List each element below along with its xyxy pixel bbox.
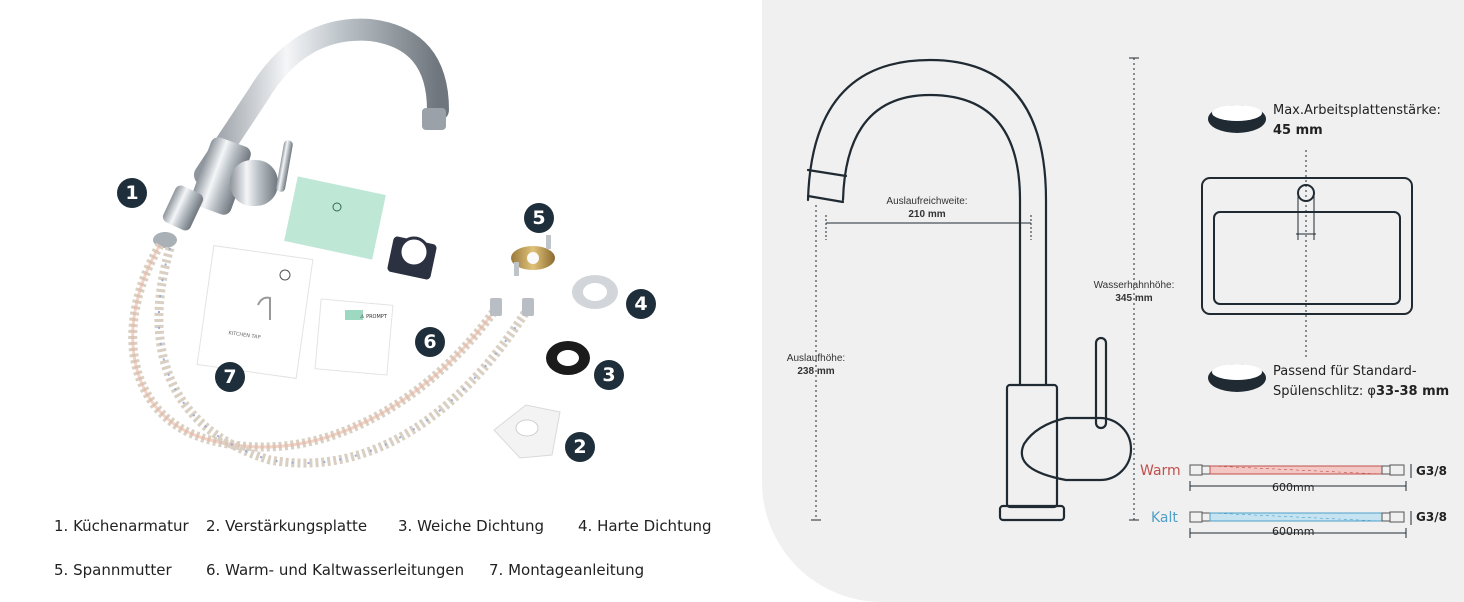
dimension-lines	[811, 57, 1139, 521]
manual-photo: KITCHEN TAP ⚠ PROMPT	[196, 245, 394, 379]
height-dimension: Wasserhahnhöhe: 345 mm	[1074, 279, 1194, 305]
legend-item-5: 5. Spannmutter	[54, 561, 172, 579]
cold-hose-drawing	[1189, 511, 1412, 538]
sink-hole-line2: Spülenschlitz: φ33-38 mm	[1273, 384, 1450, 399]
spout-label: Auslaufhöhe:	[786, 353, 846, 364]
badge-5: 5	[524, 203, 554, 233]
reinforcement-plate-photo	[493, 404, 561, 459]
handle-knob	[1020, 416, 1133, 482]
height-label: Wasserhahnhöhe:	[1093, 280, 1175, 291]
badge-2: 2	[565, 432, 595, 462]
tension-nut-photo	[511, 235, 555, 276]
badge-3: 3	[594, 360, 624, 390]
reach-label: Auslaufreichweite:	[886, 196, 968, 207]
cold-hose-thread: G3/8	[1416, 510, 1447, 524]
legend-item-4: 4. Harte Dichtung	[578, 517, 712, 535]
warm-hose-drawing	[1189, 464, 1412, 491]
wrench-tool-photo	[387, 236, 437, 280]
sink-hole-spec: Passend für Standard- Spülenschlitz: φ33…	[1273, 362, 1449, 402]
legend-item-2: 2. Verstärkungsplatte	[206, 517, 368, 535]
lever-handle	[1094, 336, 1108, 430]
spout-inner-outline	[841, 93, 1022, 387]
spout-value: 238 mm	[797, 366, 835, 377]
legend-item-6: 6. Warm- und Kaltwasserleitungen	[206, 561, 465, 579]
countertop-label: Max.Arbeitsplattenstärke:	[1273, 103, 1441, 118]
soft-gasket-photo	[546, 341, 590, 375]
countertop-value: 45 mm	[1273, 123, 1323, 138]
hard-gasket-photo	[572, 275, 618, 309]
legend-item-1: 1. Küchenarmatur	[54, 517, 189, 535]
legend-item-3: 3. Weiche Dichtung	[398, 517, 545, 535]
spout-height-dimension: Auslaufhöhe: 238 mm	[766, 352, 866, 378]
product-illustration: KITCHEN TAP ⚠ PROMPT	[128, 18, 618, 468]
countertop-icon	[1208, 105, 1266, 133]
manual-prompt-text: ⚠ PROMPT	[360, 314, 388, 320]
sink-hole-icon	[1208, 364, 1266, 392]
dimension-drawing-panel	[762, 0, 1464, 602]
countertop-spec: Max.Arbeitsplattenstärke: 45 mm	[1273, 101, 1441, 141]
height-value: 345 mm	[1115, 293, 1153, 304]
faucet-photo	[153, 18, 449, 248]
sink-drawing	[1201, 177, 1413, 315]
quick-card-photo	[284, 176, 386, 260]
reach-dimension: Auslaufreichweite: 210 mm	[862, 195, 992, 221]
reach-value: 210 mm	[908, 209, 946, 220]
badge-4: 4	[626, 289, 656, 319]
legend-item-7: 7. Montageanleitung	[489, 561, 645, 579]
spout-outline	[806, 58, 1048, 387]
hoses-photo	[128, 242, 534, 468]
badge-7: 7	[215, 362, 245, 392]
warm-hose-thread: G3/8	[1416, 464, 1447, 478]
sink-hole-line1: Passend für Standard-	[1273, 364, 1417, 379]
warm-hose-length: 600mm	[1272, 481, 1315, 494]
faucet-base	[998, 504, 1066, 522]
badge-6: 6	[415, 327, 445, 357]
cold-hose-label: Kalt	[1151, 510, 1178, 526]
manual-kitchen-tap-text: KITCHEN TAP	[228, 330, 261, 340]
warm-hose-label: Warm	[1140, 463, 1181, 479]
cold-hose-length: 600mm	[1272, 525, 1315, 538]
badge-1: 1	[117, 178, 147, 208]
faucet-body	[1005, 383, 1059, 509]
